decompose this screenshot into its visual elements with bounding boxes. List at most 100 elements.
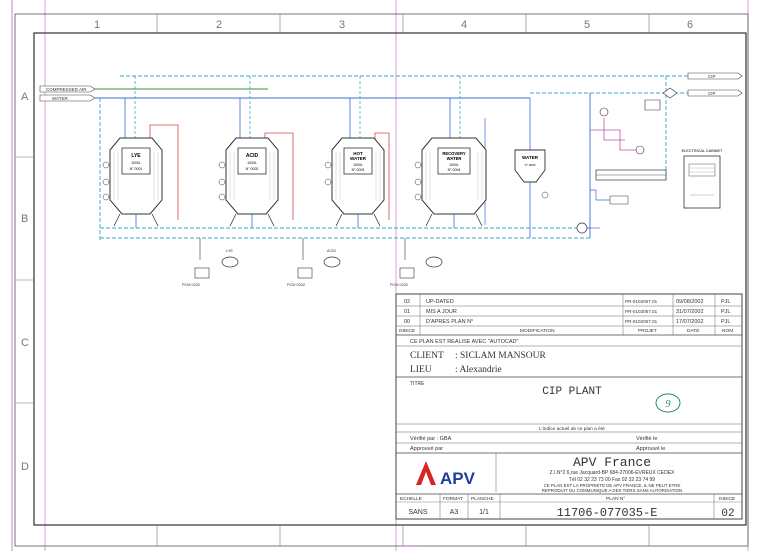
sheet-label: PLANCHE: [471, 496, 494, 502]
rev-name: PJL: [721, 299, 730, 305]
col-label: 6: [687, 19, 693, 31]
scale-label: ECHELLE: [400, 496, 422, 502]
rev-project: PR-0102057.01: [625, 309, 658, 314]
tank-hot-name2: WATER: [350, 156, 367, 161]
rev-header-project: PROJET: [638, 328, 657, 334]
col-label: 1: [94, 19, 100, 31]
input-arrows: COMPRESSED AIR WATER CIP CIP: [39, 72, 743, 102]
tank-lye-tag: N° 0001: [130, 167, 143, 171]
row-label: B: [21, 213, 28, 225]
rev-date: 31/07/2002: [676, 309, 704, 315]
row-labels: A B C D: [21, 91, 29, 473]
index-value: 02: [721, 508, 734, 520]
tank-water-small: WATER N° 0005: [514, 98, 549, 238]
apv-logo: APV: [416, 461, 476, 488]
electrical-cabinet: ELECTRICAL CABINET: [682, 149, 723, 209]
titre-label: TITRE: [410, 381, 425, 387]
rev-header-index: INDICE: [399, 328, 415, 334]
rev-name: PJL: [721, 319, 730, 325]
tank-water-tag: N° 0005: [525, 163, 536, 167]
cip-supply-arrow: [687, 72, 743, 80]
dosing-3-pump: PCM 0032: [390, 283, 408, 287]
rev-date: 17/07/2002: [676, 319, 704, 325]
cip-return-label: CIP: [708, 91, 716, 96]
autocad-note: CE PLAN EST REALISE AVEC "AUTOCAD": [410, 339, 518, 345]
column-ticks: [15, 14, 650, 546]
rev-modification: D'APRES PLAN N°: [426, 319, 473, 325]
revision-stamp: [655, 393, 681, 413]
lieu-value: : Alexandrie: [455, 365, 502, 375]
rev-index: 01: [404, 309, 410, 315]
dosing-acid-pump: PCM 0032: [287, 283, 305, 287]
company-phone: Tél 02 32 23 73 00 Fax 02 32 23 74 99: [569, 477, 655, 483]
company-name: APV France: [573, 455, 651, 470]
scale-value: SANS: [408, 509, 427, 516]
tank-hot-tag: N° 0003: [352, 168, 365, 172]
compressed-air-arrow: [39, 85, 96, 93]
tank-acid: ACID 1000L N° 0002: [218, 76, 294, 228]
rev-header-date: DATE: [687, 328, 699, 334]
row-label: C: [21, 337, 29, 349]
tank-recovery-water: RECOVERY WATER 1000L N° 0004: [414, 76, 487, 228]
rev-date: 09/08/2002: [676, 299, 704, 305]
rev-header-name: NOM: [722, 328, 733, 334]
water-label: WATER: [52, 96, 68, 101]
inner-frame: [33, 32, 747, 526]
rev-index: 00: [404, 319, 410, 325]
tank-recovery-sub: 1000L: [449, 163, 459, 167]
dosing-acid-label: ACID: [327, 249, 336, 253]
client-value: : SICLAM MANSOUR: [455, 351, 546, 361]
drawing-title: CIP PLANT: [542, 386, 602, 398]
lieu-label: LIEU: [410, 365, 432, 375]
rev-header-modification: MODIFICATION: [520, 328, 555, 334]
row-label: D: [21, 461, 29, 473]
tank-lye-name: LYE: [131, 153, 141, 159]
verified-on: Vérifié le: [636, 436, 657, 442]
company-notice-1: CE PLAN EST LA PROPRIETE DE APV FRANCE, …: [544, 483, 681, 488]
heat-exchanger-cluster: [576, 87, 678, 234]
format-label: FORMAT: [443, 496, 463, 502]
tank-hot-name: HOT: [353, 151, 363, 156]
dosing-lye-label: LYE: [226, 249, 233, 253]
column-labels: 1 2 3 4 5 6: [94, 19, 693, 31]
cabinet-label: ELECTRICAL CABINET: [682, 149, 723, 153]
dosing-pumps: LYE PCM 0032 ACID PCM 0032 PCM 0032: [182, 238, 443, 287]
rev-modification: MIS A JOUR: [426, 309, 457, 315]
tank-acid-name: ACID: [246, 153, 259, 159]
tank-recovery-name: RECOVERY: [442, 151, 466, 156]
approved-by: Approuvé par: [410, 446, 443, 452]
title-block: 02 UP-DATED PR-0102057.01 09/08/2002 PJL…: [395, 293, 743, 520]
cip-supply-label: CIP: [708, 74, 716, 79]
pipe-headers: [95, 75, 688, 240]
col-label: 5: [584, 19, 590, 31]
col-label: 3: [339, 19, 345, 31]
tank-acid-tag: N° 0002: [246, 167, 259, 171]
plan-number: 11706-077035-E: [557, 506, 658, 520]
rev-index: 02: [404, 299, 410, 305]
logo-text: APV: [440, 469, 476, 488]
tank-lye: LYE 1000L N° 0001: [102, 76, 179, 228]
client-label: CLIENT: [410, 351, 444, 361]
sheet-value: 1/1: [479, 509, 489, 516]
plan-label: PLAN N°: [606, 496, 625, 502]
col-label: 4: [461, 19, 467, 31]
rev-project: PR-0102057.01: [625, 319, 658, 324]
tank-water-name: WATER: [522, 155, 539, 160]
approved-on: Approuvé le: [636, 446, 665, 452]
cip-return-arrow: [687, 89, 743, 97]
format-value: A3: [450, 509, 459, 516]
tank-acid-sub: 1000L: [247, 161, 257, 165]
rev-name: PJL: [721, 309, 730, 315]
rev-modification: UP-DATED: [426, 299, 454, 305]
tank-hot-sub: 1000L: [353, 163, 363, 167]
index-label: INDICE: [719, 496, 735, 502]
rev-project: PR-0102057.01: [625, 299, 658, 304]
stamp-number: 9: [666, 399, 671, 410]
verified-by: Vérifié par : GBA: [410, 436, 452, 442]
tank-lye-sub: 1000L: [131, 161, 141, 165]
water-arrow: [39, 94, 96, 102]
tank-recovery-name2: WATER: [447, 156, 462, 161]
dosing-lye-pump: PCM 0032: [182, 283, 200, 287]
col-label: 2: [216, 19, 222, 31]
